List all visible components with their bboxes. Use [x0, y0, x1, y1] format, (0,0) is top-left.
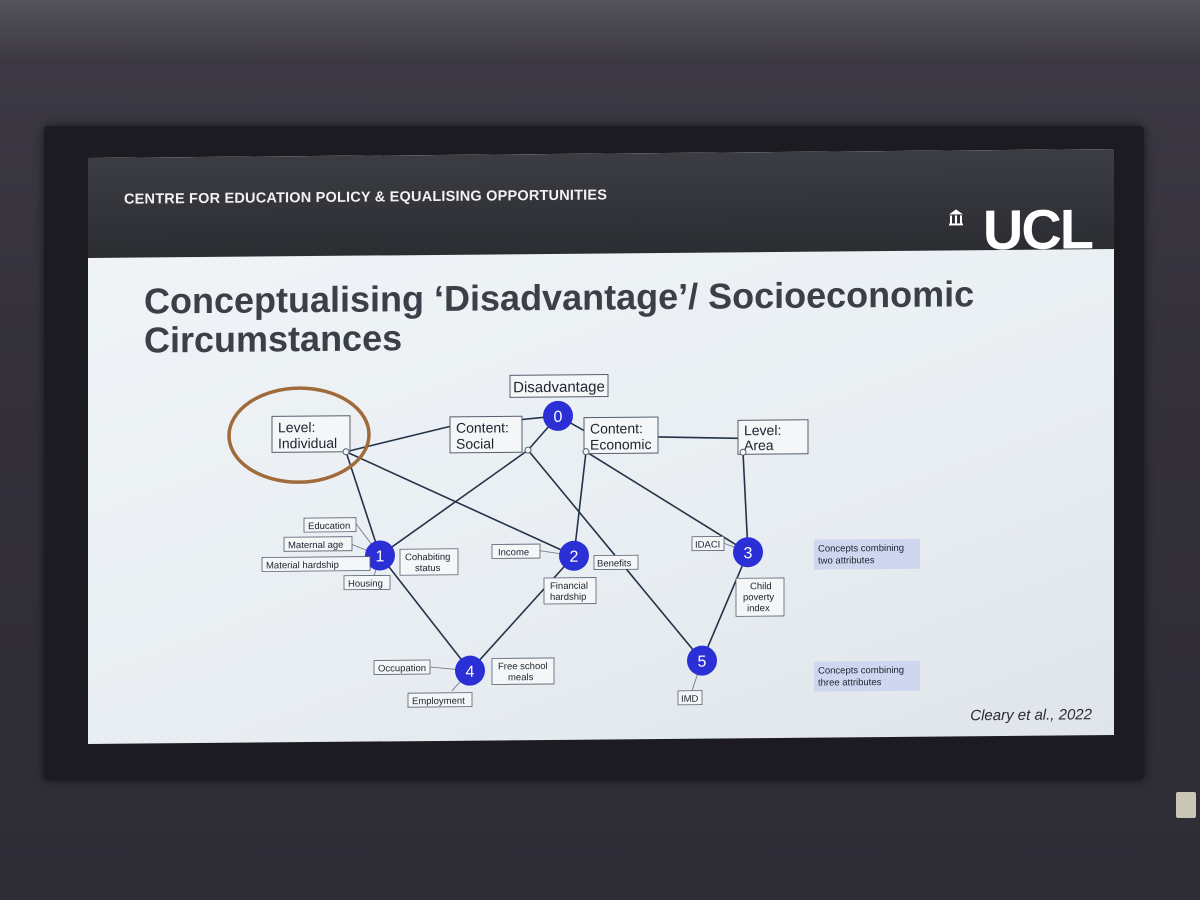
label-financial-hardship: Financial hardship: [543, 577, 597, 605]
attribute-social: Content: Social: [449, 415, 523, 454]
svg-text:IMD: IMD: [681, 694, 699, 705]
svg-text:4: 4: [466, 664, 475, 681]
legend-two-attributes: Concepts combining two attributes: [814, 538, 920, 570]
svg-text:Economic: Economic: [590, 436, 651, 453]
svg-text:Occupation: Occupation: [378, 663, 426, 674]
slide-banner: CENTRE FOR EDUCATION POLICY & EQUALISING…: [88, 149, 1114, 261]
edge-3-5: [701, 551, 749, 661]
svg-text:Employment: Employment: [412, 696, 465, 707]
svg-text:Area: Area: [744, 437, 774, 453]
attribute-area: Level: Area: [737, 419, 809, 455]
disadvantage-network-diagram: Disadvantage Level: Individual Content: …: [227, 373, 920, 708]
svg-text:1: 1: [376, 548, 385, 565]
svg-text:Cohabiting: Cohabiting: [405, 552, 450, 563]
highlight-circle: [227, 386, 371, 484]
svg-text:Child: Child: [750, 581, 772, 592]
ucl-portico-icon: [949, 209, 963, 226]
edge-individual-social: [345, 426, 449, 453]
label-benefits: Benefits: [593, 554, 639, 570]
svg-text:Free school: Free school: [498, 661, 548, 672]
junction-points: [342, 446, 747, 456]
node-5: 5: [687, 645, 717, 676]
edge-economic-3: [585, 450, 749, 553]
svg-text:meals: meals: [508, 672, 534, 683]
edge-area-3: [742, 452, 749, 553]
edge-1-4: [379, 554, 471, 672]
svg-text:Education: Education: [308, 521, 350, 532]
edge-social-1: [379, 449, 529, 557]
svg-text:3: 3: [744, 545, 753, 562]
network-edges: [345, 415, 749, 672]
label-maternal-age: Maternal age: [283, 536, 353, 552]
label-imd: IMD: [677, 690, 703, 706]
attribute-economic: Content: Economic: [583, 416, 659, 455]
svg-text:two attributes: two attributes: [818, 555, 875, 566]
label-occupation: Occupation: [373, 659, 431, 675]
node-4: 4: [455, 655, 485, 686]
svg-text:status: status: [415, 563, 441, 574]
label-cohabiting-status: Cohabiting status: [399, 548, 459, 576]
svg-text:poverty: poverty: [743, 592, 774, 603]
label-education: Education: [303, 517, 357, 533]
svg-text:Material hardship: Material hardship: [266, 560, 339, 572]
svg-text:Maternal age: Maternal age: [288, 540, 343, 551]
svg-text:Level:: Level:: [744, 422, 781, 438]
label-child-poverty-index: Child poverty index: [735, 577, 785, 617]
edge-individual-2: [345, 451, 575, 557]
edge-individual-1: [345, 451, 381, 556]
edge-economic-2: [573, 451, 587, 556]
svg-text:IDACI: IDACI: [695, 539, 720, 550]
svg-text:Financial: Financial: [550, 581, 588, 592]
room-wall: [0, 0, 1200, 60]
node-0: 0: [543, 400, 573, 431]
label-idaci: IDACI: [691, 536, 725, 552]
wall-socket: [1176, 792, 1196, 818]
label-material-hardship: Material hardship: [261, 556, 371, 572]
presentation-slide: CENTRE FOR EDUCATION POLICY & EQUALISING…: [88, 149, 1114, 744]
svg-text:hardship: hardship: [550, 592, 586, 603]
node-2: 2: [559, 540, 589, 571]
svg-text:0: 0: [554, 409, 563, 426]
node-1: 1: [365, 540, 395, 571]
attribute-individual: Level: Individual: [271, 415, 351, 453]
svg-text:Housing: Housing: [348, 578, 383, 589]
svg-text:Individual: Individual: [278, 435, 337, 452]
svg-text:Concepts combining: Concepts combining: [818, 543, 904, 555]
label-free-school-meals: Free school meals: [491, 657, 555, 685]
svg-text:Level:: Level:: [278, 419, 315, 435]
svg-text:Benefits: Benefits: [597, 558, 632, 569]
svg-text:Social: Social: [456, 435, 494, 451]
edge-2-4: [469, 555, 575, 672]
citation: Cleary et al., 2022: [970, 706, 1092, 725]
label-income: Income: [491, 543, 541, 559]
svg-text:Income: Income: [498, 547, 529, 558]
label-housing: Housing: [343, 574, 391, 591]
legend-three-attributes: Concepts combining three attributes: [814, 660, 920, 692]
svg-text:index: index: [747, 603, 770, 614]
svg-text:Content:: Content:: [590, 420, 643, 436]
svg-text:Content:: Content:: [456, 419, 509, 435]
svg-text:2: 2: [570, 549, 579, 566]
disadvantage-box: Disadvantage: [509, 373, 609, 398]
disadvantage-label: Disadvantage: [513, 378, 605, 396]
svg-text:three attributes: three attributes: [818, 677, 882, 689]
label-employment: Employment: [407, 692, 473, 708]
svg-text:Concepts combining: Concepts combining: [818, 665, 904, 677]
node-3: 3: [733, 537, 763, 568]
svg-text:5: 5: [698, 654, 707, 671]
